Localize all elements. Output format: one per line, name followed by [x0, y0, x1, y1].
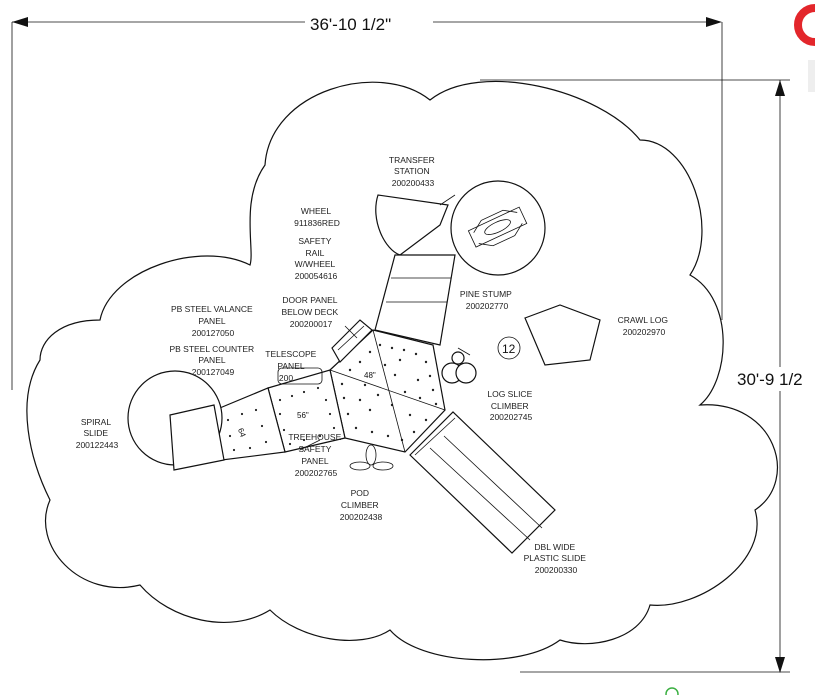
- height-dimension-label: 30'-9 1/2: [737, 370, 803, 389]
- transfer-station-shape: [375, 194, 456, 256]
- pine-stump-label: PINE STUMP 200202770: [460, 289, 514, 311]
- door-panel-label: DOOR PANEL BELOW DECK 200200017: [281, 295, 340, 329]
- telescope-panel-shape: [277, 367, 323, 385]
- log-slice-climber-label: LOG SLICE CLIMBER 200202745: [487, 389, 534, 422]
- spiral-slide-shape: [127, 370, 225, 471]
- telescope-detail-circle: [450, 180, 546, 276]
- counter-panel-label: PB STEEL COUNTER PANEL 200127049: [169, 344, 256, 377]
- log-slice-climber-shape: [441, 347, 477, 384]
- valance-panel-label: PB STEEL VALANCE PANEL 200127050: [171, 304, 255, 338]
- telescope-panel-label: TELESCOPE PANEL 200: [265, 349, 318, 383]
- safety-rail-label: SAFETY RAIL W/WHEEL 200054616: [295, 236, 338, 281]
- height-dimension: 30'-9 1/2: [480, 79, 815, 673]
- pod-climber-label: POD CLIMBER 200202438: [340, 488, 383, 522]
- width-dimension-label: 36'-10 1/2": [310, 15, 391, 34]
- main-deck: 48": [329, 329, 446, 453]
- callout-number: 12: [502, 342, 516, 356]
- double-wide-slide-label: DBL WIDE PLASTIC SLIDE 200200330: [524, 542, 589, 575]
- safety-rail-panel: [331, 319, 373, 363]
- brand-logo-fragment: [794, 4, 815, 92]
- spiral-slide-label: SPIRAL SLIDE 200122443: [76, 417, 119, 450]
- green-marker: [665, 687, 679, 695]
- deck-height-64: 64: [236, 427, 248, 439]
- deck-height-56: 56": [297, 411, 309, 420]
- crawl-log-label: CRAWL LOG 200202970: [618, 315, 671, 337]
- callout-bubble: 12: [497, 336, 521, 360]
- crawl-log-shape: [524, 304, 601, 366]
- double-wide-slide-shape: [409, 411, 556, 554]
- ladder-steps: [374, 254, 456, 346]
- width-dimension: 36'-10 1/2": [11, 12, 723, 390]
- transfer-station-label: TRANSFER STATION 200200433: [389, 155, 437, 188]
- leader-lines: [299, 325, 358, 451]
- treehouse-panel-label: TREEHOUSE SAFETY PANEL 200202765: [288, 432, 343, 478]
- pod-climber-shape: [349, 444, 394, 471]
- wheel-label: WHEEL 911836RED: [294, 206, 340, 228]
- safety-zone-boundary: [26, 80, 779, 661]
- deck-height-48: 48": [364, 371, 376, 380]
